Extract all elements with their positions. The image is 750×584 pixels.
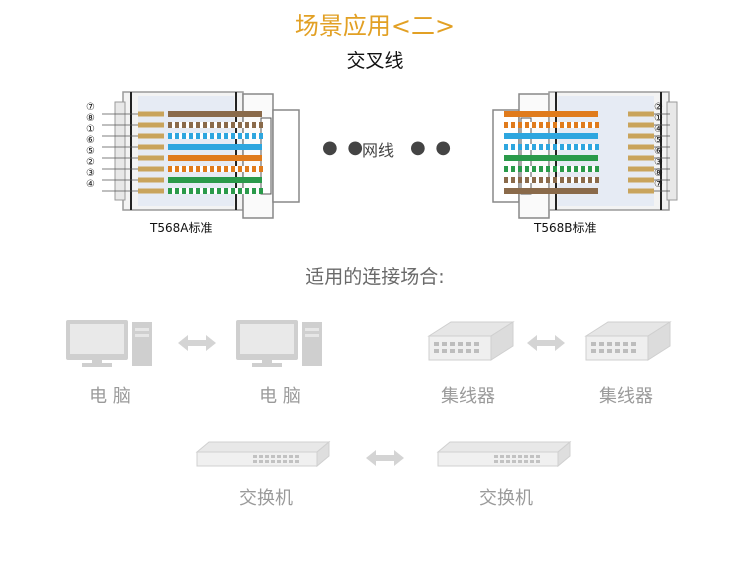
- pin-number-right: ⑦: [654, 179, 663, 190]
- pin-number-left: ④: [86, 179, 95, 190]
- pc-1: [64, 318, 156, 372]
- double-arrow-icon: [525, 333, 567, 357]
- pc-label-1: 电 脑: [89, 386, 131, 407]
- switch-label-2: 交换机: [479, 488, 533, 509]
- wire-right-4: [504, 144, 598, 150]
- wire-right-7: [504, 177, 598, 183]
- wire-right-2: [504, 122, 598, 128]
- hub-icon: [427, 321, 515, 361]
- switch-label-1: 交换机: [239, 488, 293, 509]
- pin-number-left: ②: [86, 157, 95, 168]
- title-bracket: <二>: [390, 12, 456, 40]
- pin-number-right: ③: [654, 157, 663, 168]
- pc-2: [234, 318, 326, 372]
- pin-number-left: ⑤: [86, 146, 95, 157]
- switch-1: [193, 440, 333, 474]
- wire-left-8: [168, 188, 262, 194]
- wire-right-5: [504, 155, 598, 161]
- t568b-label: T568B标准: [534, 221, 597, 235]
- scenarios-title: 适用的连接场合:: [305, 266, 445, 288]
- double-arrow-icon: [176, 333, 218, 357]
- rj45-connector-right-diagram: [492, 91, 678, 219]
- title-text: 场景应用: [294, 12, 391, 40]
- wire-left-1: [168, 111, 262, 117]
- wire-left-3: [168, 133, 262, 139]
- pin-number-left: ③: [86, 168, 95, 179]
- hub-2: [582, 318, 674, 372]
- wire-right-6: [504, 166, 598, 172]
- pin-number-right: ②: [654, 102, 663, 113]
- pin-number-right: ①: [654, 113, 663, 124]
- hub-label-1: 集线器: [441, 386, 495, 407]
- hub-label-2: 集线器: [599, 386, 653, 407]
- wire-left-4: [168, 144, 262, 150]
- wire-right-3: [504, 133, 598, 139]
- pin-number-right: ⑤: [654, 135, 663, 146]
- page-subtitle: 交叉线: [346, 50, 404, 72]
- t568a-label: T568A标准: [150, 221, 213, 235]
- cable-dots-left: ● ●: [322, 137, 366, 158]
- wire-left-2: [168, 122, 262, 128]
- pin-number-left: ⑥: [86, 135, 95, 146]
- double-arrow-icon: [364, 448, 406, 472]
- computer-icon: [236, 320, 322, 367]
- pin-number-left: ⑦: [86, 102, 95, 113]
- page-title: 场景应用<二>: [0, 6, 750, 41]
- wire-left-6: [168, 166, 262, 172]
- hub-1: [425, 318, 517, 372]
- switch-icon: [436, 440, 572, 468]
- pin-number-right: ⑥: [654, 146, 663, 157]
- rj45-connector-left-diagram: [102, 91, 300, 219]
- switch-icon: [195, 440, 331, 468]
- wire-right-1: [504, 111, 598, 117]
- hub-icon: [584, 321, 672, 361]
- wire-left-7: [168, 177, 262, 183]
- computer-icon: [66, 320, 152, 367]
- pc-label-2: 电 脑: [259, 386, 301, 407]
- wire-right-8: [504, 188, 598, 194]
- cable-dots-right: ● ●: [410, 137, 454, 158]
- pin-number-left: ①: [86, 124, 95, 135]
- cable-label: 网线: [362, 141, 395, 160]
- pin-number-right: ④: [654, 124, 663, 135]
- pin-number-left: ⑧: [86, 113, 95, 124]
- wire-left-5: [168, 155, 262, 161]
- switch-2: [434, 440, 574, 474]
- pin-number-right: ⑧: [654, 168, 663, 179]
